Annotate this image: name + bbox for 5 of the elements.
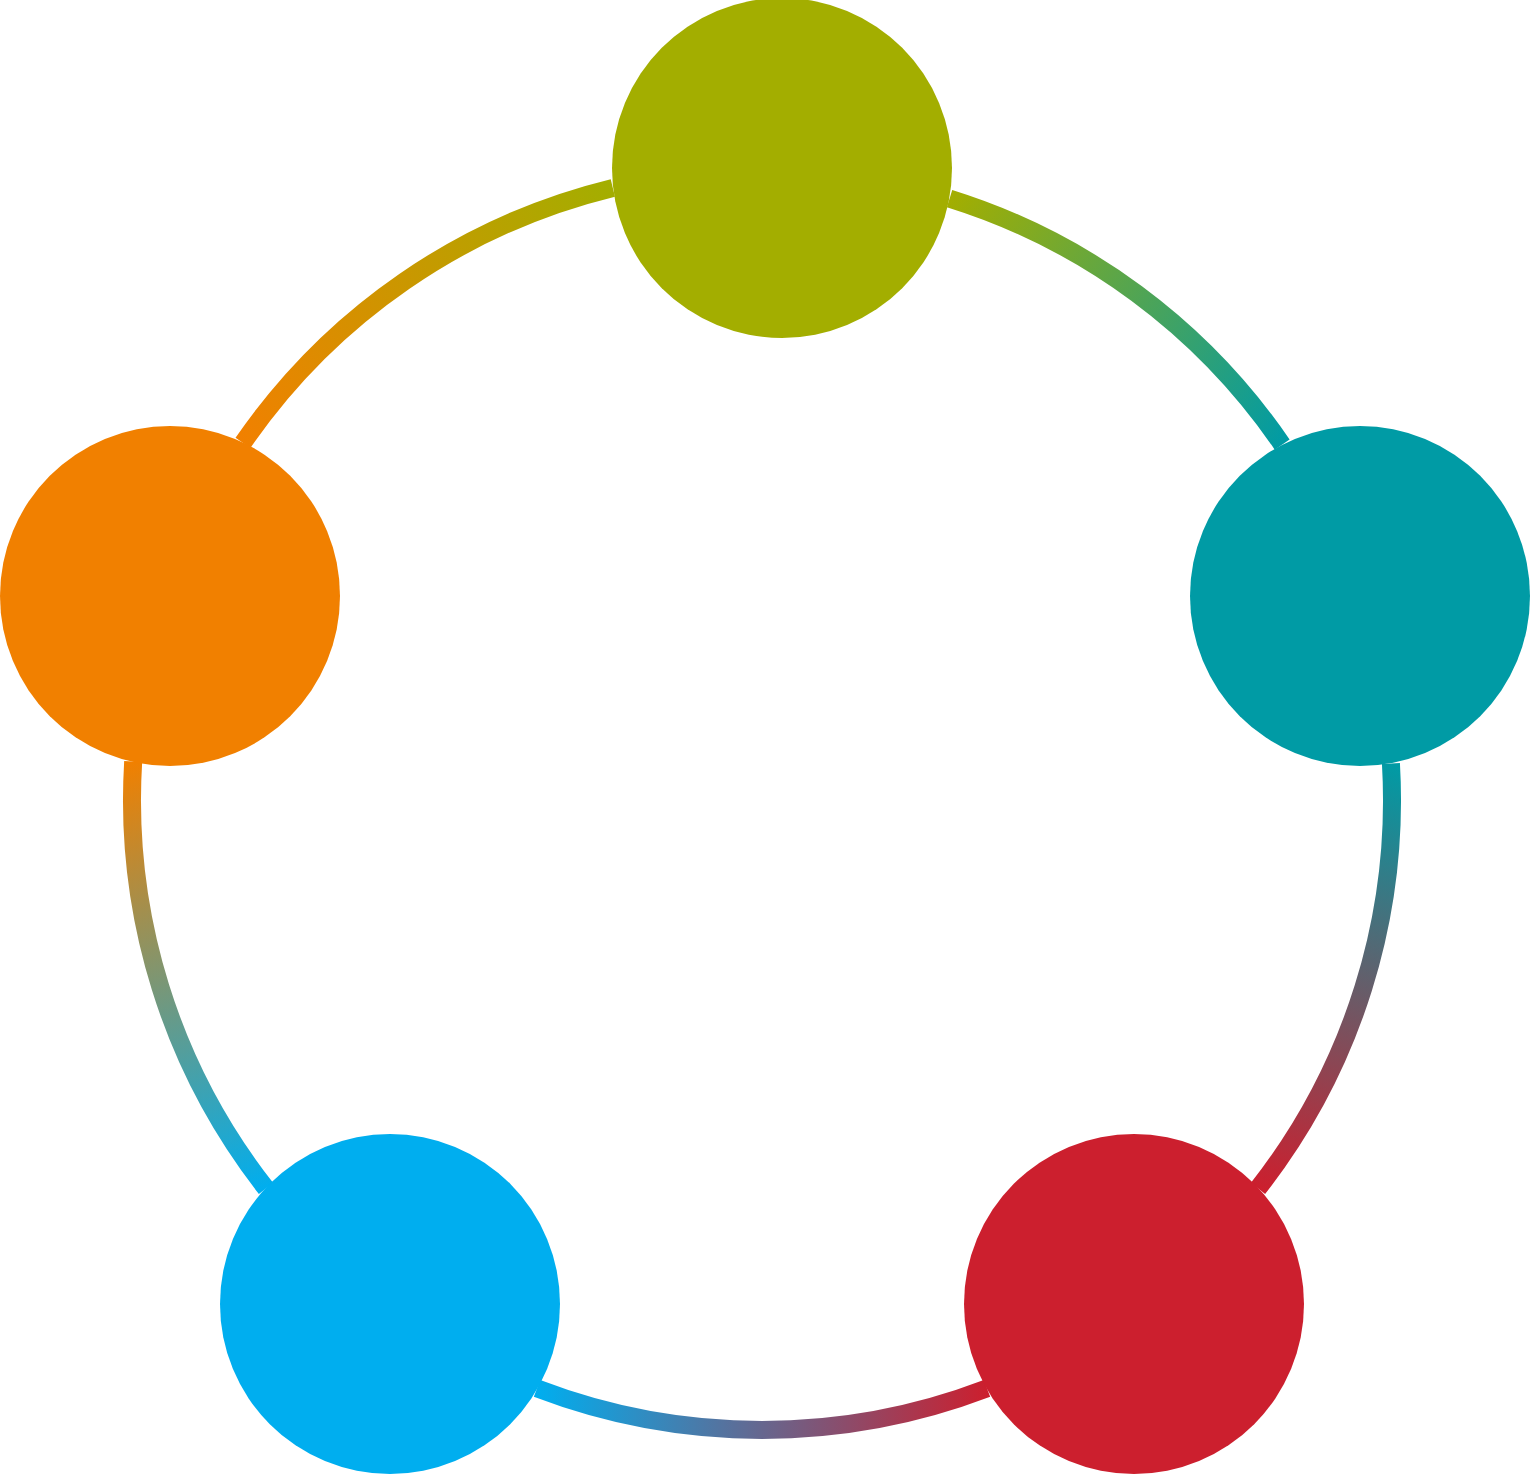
connector-arc	[946, 190, 1290, 451]
connector-arc	[124, 761, 274, 1194]
connector-arc	[1250, 763, 1400, 1194]
connector-arc	[235, 179, 616, 449]
connector-arc	[534, 1379, 990, 1439]
